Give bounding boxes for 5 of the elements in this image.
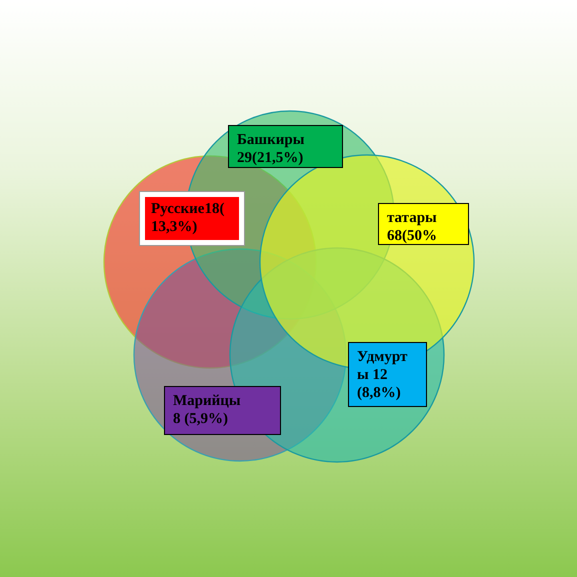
label-box: Марийцы 8 (5,9%) [164, 386, 281, 435]
label-box: Русские18( 13,3%) [140, 192, 244, 245]
label-box: Башкиры 29(21,5%) [228, 125, 343, 168]
label-box: Удмурт ы 12 (8,8%) [348, 342, 427, 407]
label-box: татары 68(50% [378, 203, 469, 245]
